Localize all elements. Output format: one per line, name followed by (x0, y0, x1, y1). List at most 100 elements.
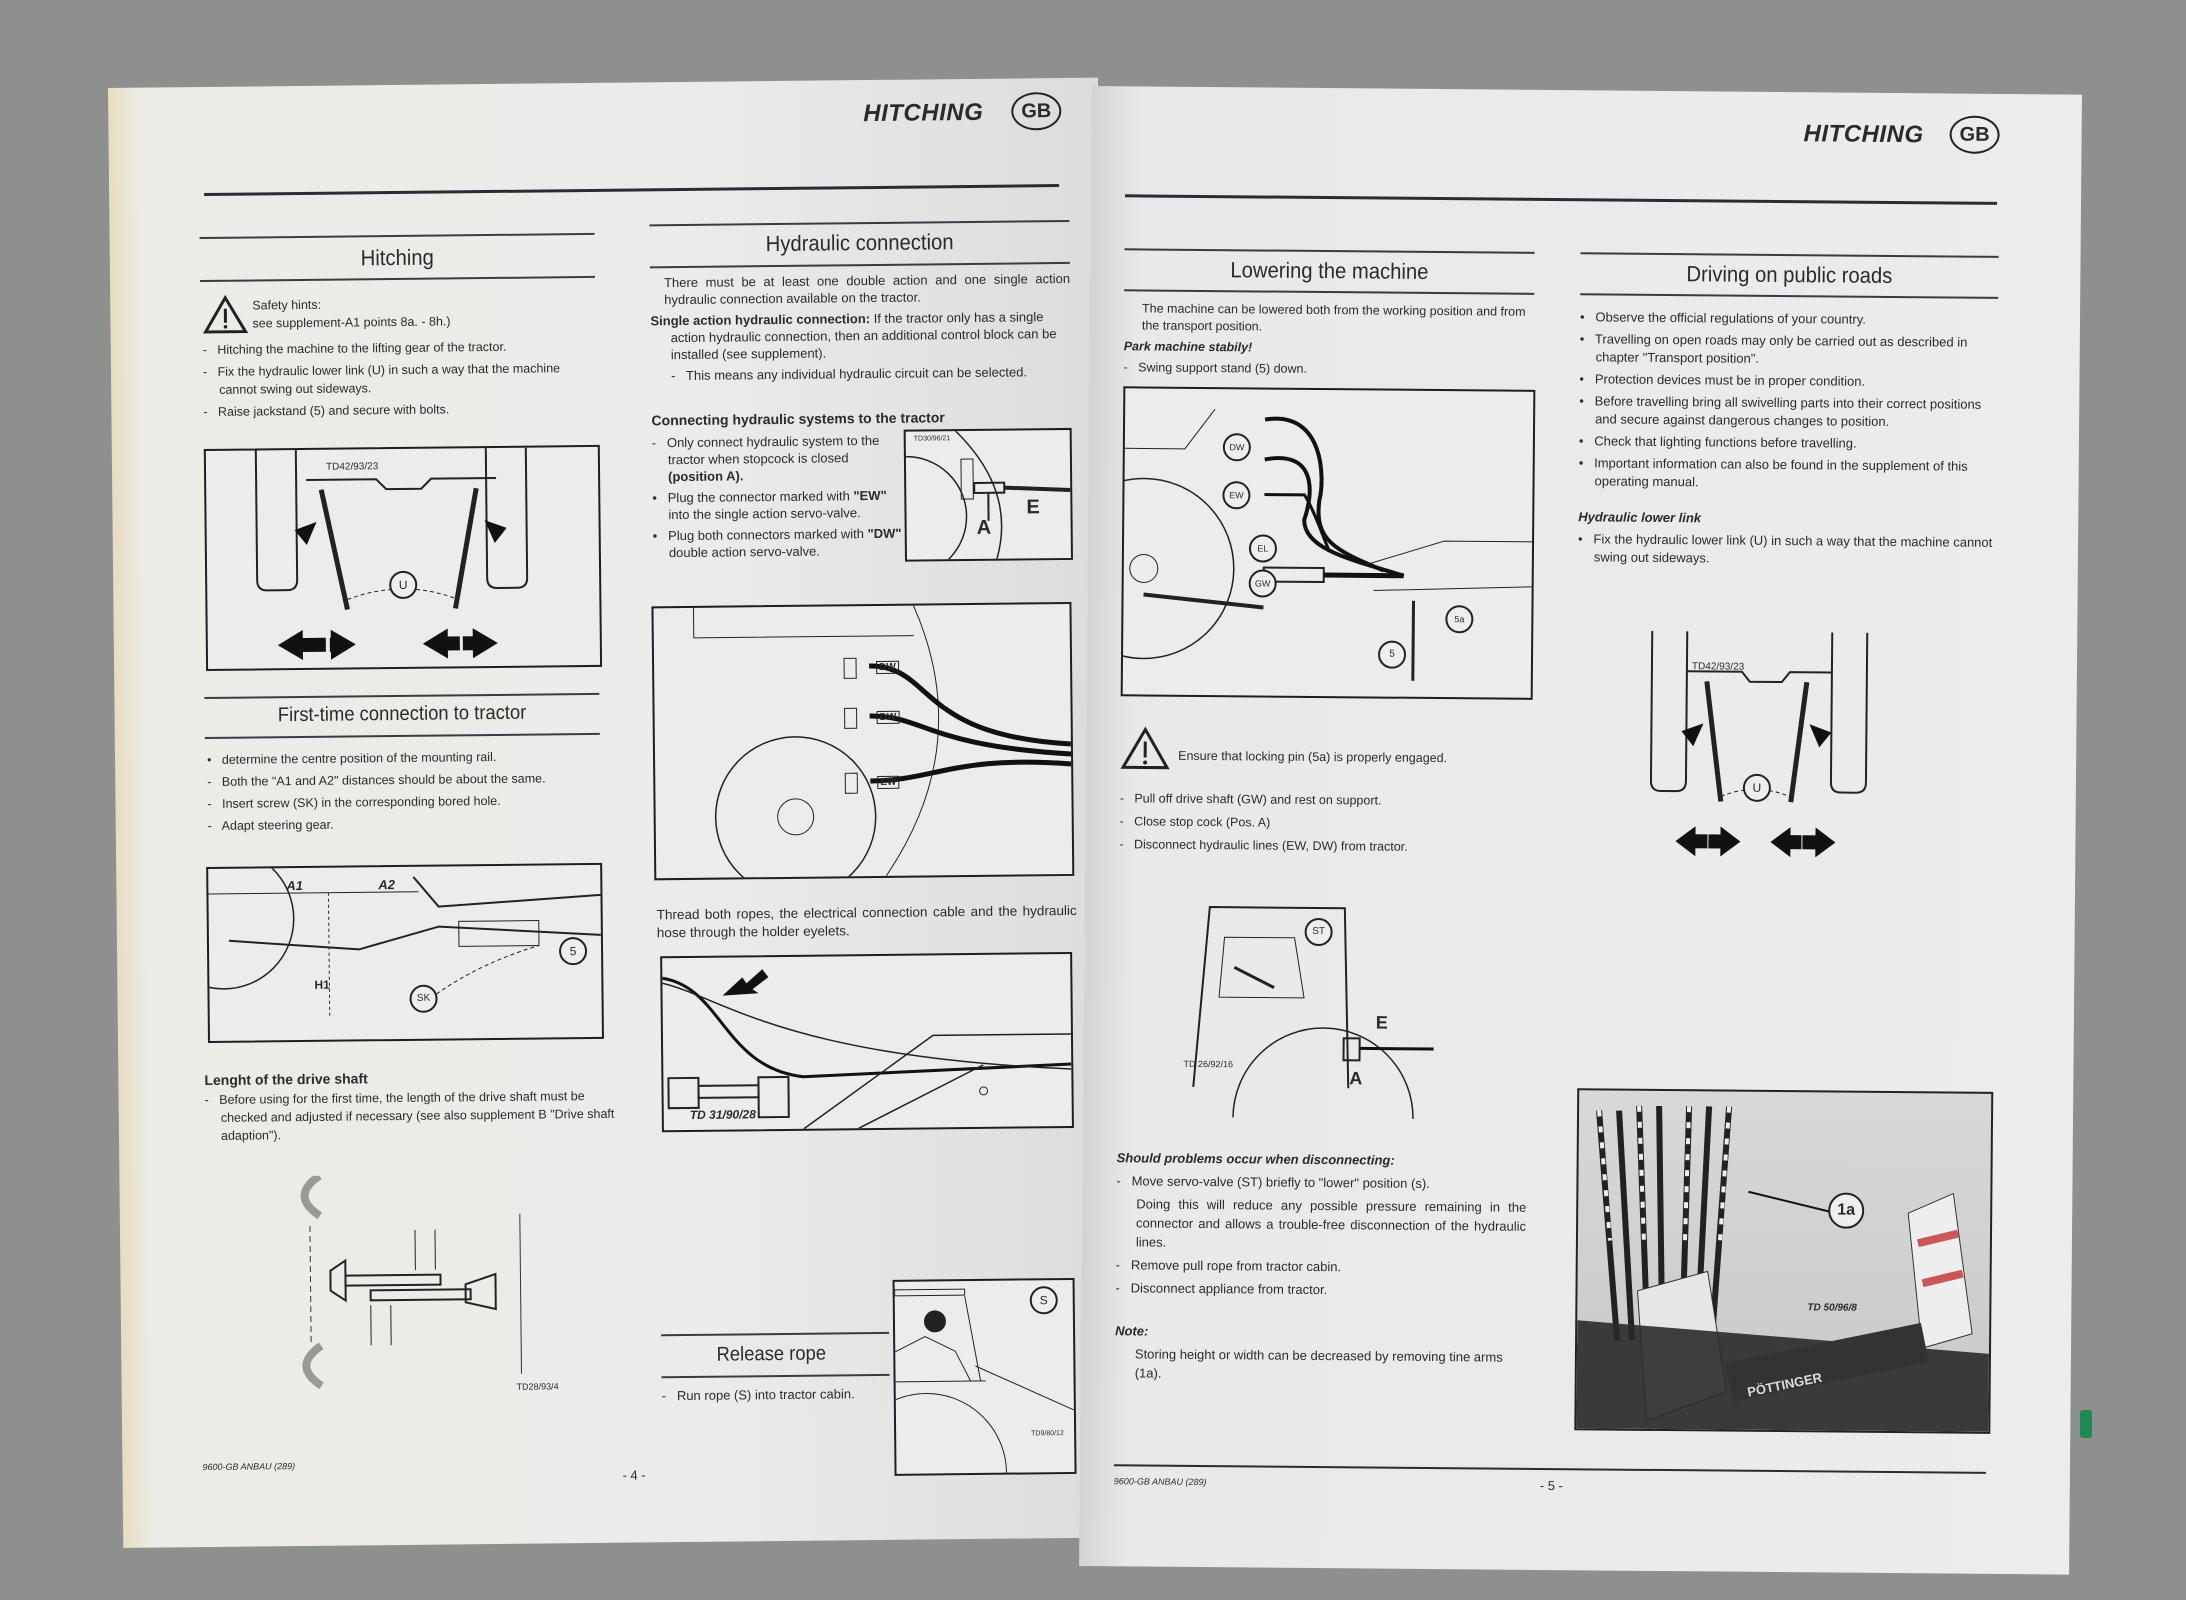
lowering-item: Pull off drive shaft (GW) and rest on su… (1134, 791, 1382, 808)
figure-stopcock: TD30/96/21 E A (903, 427, 1073, 562)
figure-code: TD30/96/21 (913, 435, 951, 443)
figure-hydraulic-connectors: DW DW EW (651, 601, 1075, 881)
page-number: - 4 - (622, 1467, 646, 1483)
divider (204, 692, 600, 699)
header-rule (1125, 194, 1998, 205)
label-5: 5 (1377, 640, 1407, 669)
label-h1: H1 (314, 977, 330, 992)
page-header-title: HITCHING (863, 98, 984, 128)
label-e: E (1026, 496, 1040, 519)
label-u: U (1742, 773, 1772, 802)
section-heading-hydraulic: Hydraulic connection (765, 229, 954, 257)
label-ew: EW (877, 775, 900, 789)
section-heading-release-rope: Release rope (716, 1342, 827, 1366)
warning-triangle-icon (202, 294, 249, 334)
divider (1124, 248, 1535, 254)
driving-item: Observe the official regulations of your… (1595, 309, 1866, 327)
page-tab-marker (2080, 1410, 2092, 1438)
note-heading: Note: (1115, 1323, 1149, 1339)
page-number: - 5 - (1539, 1477, 1563, 1494)
tine-arms-photo-drawing (1576, 1105, 1989, 1432)
section-heading-lowering: Lowering the machine (1230, 257, 1429, 284)
divider (199, 232, 595, 239)
drive-shaft-drawing (300, 1173, 522, 1390)
section-heading-drive-shaft: Lenght of the drive shaft (204, 1070, 368, 1089)
driving-item: Travelling on open roads may only be car… (1594, 331, 1968, 366)
figure-mounting-rail: A1 A2 H1 SK 5 (206, 862, 604, 1044)
header-rule (204, 184, 1060, 196)
footer-rule (1113, 1464, 1986, 1474)
park-machine-item: Swing support stand (5) down. (1138, 360, 1308, 376)
problems-item: Move servo-valve (ST) briefly to "lower"… (1131, 1173, 1430, 1191)
driving-item: Before travelling bring all swivelling p… (1594, 393, 1982, 429)
footer-code: 9600-GB ANBAU (289) (1113, 1476, 1207, 1488)
figure-code: TD42/93/23 (325, 461, 379, 473)
figure-lower-link: TD42/93/23 U (1630, 630, 1882, 873)
label-a2: A2 (378, 877, 396, 893)
figure-tractor-servo: ST E A TD 26/92/16 (1133, 886, 1505, 1120)
label-gw: GW (1248, 569, 1277, 598)
label-a1: A1 (286, 878, 304, 894)
section-heading-first-time: First-time connection to tractor (277, 701, 527, 727)
holder-eyelets-drawing (662, 969, 1072, 1130)
first-time-item: Adapt steering gear. (221, 817, 334, 833)
lower-link-heading: Hydraulic lower link (1578, 509, 1702, 526)
connecting-item-bold: (position A). (668, 468, 744, 485)
figure-lowering: DW EW EL GW 5a 5 (1120, 386, 1536, 700)
first-time-item: Both the "A1 and A2" distances should be… (221, 771, 546, 789)
section-heading-hitching: Hitching (360, 244, 434, 271)
first-time-item: Insert screw (SK) in the corresponding b… (222, 793, 501, 811)
figure-code: TD 26/92/16 (1183, 1058, 1234, 1070)
connecting-item: Plug the connector marked with (667, 488, 854, 506)
driving-item: Check that lighting functions before tra… (1594, 433, 1857, 451)
divider (200, 275, 596, 282)
connecting-item-bold: "EW" (853, 487, 887, 504)
figure-tractor-cabin: S TD9/80/12 (892, 1277, 1077, 1476)
connecting-item: Only connect hydraulic system to the tra… (666, 432, 880, 468)
tractor-servo-drawing (1192, 906, 1434, 1120)
drive-shaft-item: Before using for the first time, the len… (219, 1089, 615, 1143)
locking-pin-warning: Ensure that locking pin (5a) is properly… (1178, 748, 1448, 766)
right-page: HITCHING GB Lowering the machine The mac… (1079, 86, 2082, 1575)
hitching-item: Hitching the machine to the lifting gear… (217, 339, 507, 357)
lowering-drawing (1122, 408, 1533, 681)
page-header-title: HITCHING (1803, 120, 1924, 149)
drive-shaft-figure-code: TD28/93/4 (516, 1381, 559, 1392)
divider (1124, 289, 1535, 295)
driving-item: Important information can also be found … (1594, 455, 1968, 490)
language-badge: GB (1011, 92, 1062, 131)
first-time-item: determine the centre position of the mou… (221, 749, 497, 767)
label-st: ST (1304, 917, 1333, 947)
photo-code: TD 50/96/8 (1807, 1302, 1857, 1314)
label-1a: 1a (1828, 1192, 1865, 1229)
language-badge: GB (1949, 115, 2000, 154)
footer-code: 9600-GB ANBAU (289) (202, 1461, 296, 1473)
thread-text: Thread both ropes, the electrical connec… (656, 902, 1077, 941)
connecting-item: into the single action servo-valve. (668, 505, 861, 523)
left-page: HITCHING GB Hitching Safety hints: see s… (108, 77, 1114, 1548)
label-el: EL (1248, 534, 1278, 563)
label-5a: 5a (1445, 605, 1474, 634)
lower-link-item: Fix the hydraulic lower link (U) in such… (1593, 531, 1993, 566)
connecting-item: Plug both connectors marked with (668, 526, 868, 544)
label-a: A (1349, 1068, 1363, 1089)
figure-lower-link: TD42/93/23 U (203, 444, 603, 672)
label-sk: SK (409, 984, 438, 1013)
divider (1580, 293, 1999, 299)
driving-item: Protection devices must be in proper con… (1594, 371, 1866, 389)
figure-holder-eyelets: TD 31/90/28 (660, 951, 1074, 1133)
problems-item: Remove pull rope from tractor cabin. (1130, 1257, 1342, 1275)
park-machine-label: Park machine stabily! (1123, 339, 1253, 355)
single-action-label: Single action hydraulic connection: (650, 311, 871, 329)
label-dw: DW (876, 660, 899, 674)
divider (1580, 252, 1999, 258)
divider (649, 219, 1070, 226)
section-heading-driving: Driving on public roads (1686, 261, 1893, 288)
note-text: Storing height or width can be decreased… (1134, 1346, 1503, 1381)
figure-code: TD 31/90/28 (689, 1107, 756, 1122)
hitching-item: Fix the hydraulic lower link (U) in such… (217, 361, 561, 397)
stopcock-drawing (905, 430, 1071, 560)
divider (661, 1373, 890, 1378)
label-e: E (1375, 1012, 1388, 1033)
tractor-cabin-drawing (894, 1288, 1075, 1474)
